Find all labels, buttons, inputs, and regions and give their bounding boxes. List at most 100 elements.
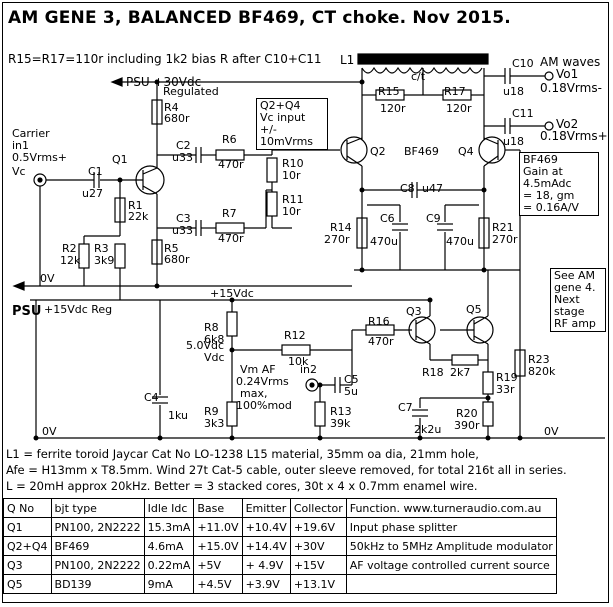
q2q4-input-box: Q2+Q4 Vc input +/- 10mVrms <box>256 98 328 150</box>
r11-label: R11 <box>282 193 304 206</box>
r5-label: R5 <box>164 242 179 255</box>
vo1-label: Vo1 <box>556 67 579 81</box>
bf469-line-3: 4.5mAdc <box>523 177 572 190</box>
r15-label: R15 <box>378 85 400 98</box>
see-am-line-5: RF amp <box>554 317 596 330</box>
table-cell: +3.9V <box>241 574 291 594</box>
table-cell: +10.4V <box>241 517 291 537</box>
q5-label: Q5 <box>466 303 482 316</box>
vm-level-label: 0.24Vrms <box>236 375 289 388</box>
c4-label: C4 <box>144 391 159 404</box>
table-cell: PN100, 2N2222 <box>50 517 145 537</box>
table-header: Emitter <box>241 498 291 518</box>
r3-value: 3k9 <box>94 254 115 267</box>
l1-label: L1 <box>340 53 355 67</box>
r4-value: 680r <box>164 112 190 125</box>
r11-value: 10r <box>282 205 301 218</box>
r8-value: 6k8 <box>204 333 225 346</box>
r13-label: R13 <box>330 405 352 418</box>
c7-label: C7 <box>398 401 413 414</box>
r21-label: R21 <box>492 221 514 234</box>
c11-label: C11 <box>512 107 534 120</box>
r23-label: R23 <box>528 353 550 366</box>
c2-label: C2 <box>176 139 191 152</box>
table-cell: Q2+Q4 <box>3 536 52 556</box>
c3-value: u33 <box>172 224 193 237</box>
table-cell: BD139 <box>50 574 145 594</box>
c6-label: C6 <box>380 212 395 225</box>
q2-label: Q2 <box>370 145 386 158</box>
r7-label: R7 <box>222 207 237 220</box>
table-header-row: Q No bjt type Idle Idc Base Emitter Coll… <box>3 498 557 518</box>
bf469-gain-box: BF469 Gain at 4.5mAdc = 18, gm = 0.16A/V <box>519 152 599 216</box>
node-vdc-label: Vdc <box>204 351 225 364</box>
r13-value: 39k <box>330 417 351 430</box>
see-am-line-3: Next <box>554 293 580 306</box>
plus-15v-label: +15Vdc <box>210 287 254 300</box>
c9-value: 470u <box>446 235 474 248</box>
c10-label: C10 <box>512 57 534 70</box>
r12-value: 10k <box>288 355 309 368</box>
r15-value: 120r <box>380 102 406 115</box>
r9-value: 3k3 <box>204 417 225 430</box>
psu-30v-label: PSU +30Vdc <box>126 75 202 89</box>
table-cell: 4.6mA <box>143 536 195 556</box>
table-cell: +5V <box>193 555 243 575</box>
c4-value: 1ku <box>168 409 189 422</box>
in2-label: in2 <box>300 363 318 376</box>
transistor-table: Q No bjt type Idle Idc Base Emitter Coll… <box>3 498 557 594</box>
zero-v-bottom-left-label: 0V <box>42 425 57 438</box>
vm-mod-label: 100%mod <box>236 399 292 412</box>
carrier-vc-label: Vc <box>12 165 26 178</box>
r17-label: R17 <box>444 85 466 98</box>
bf469-line-2: Gain at <box>523 165 563 178</box>
zero-v-left-label: 0V <box>40 272 55 285</box>
c11-value: u18 <box>503 135 524 148</box>
c10-value: u18 <box>503 85 524 98</box>
am-waves-label: AM waves <box>540 55 601 69</box>
c9-label: C9 <box>426 212 441 225</box>
table-cell: AF voltage controlled current source <box>345 555 557 575</box>
r1-value: 22k <box>128 210 149 223</box>
table-header: Base <box>193 498 243 518</box>
note-line-3: L = 20mH approx 20kHz. Better = 3 stacke… <box>6 479 478 493</box>
table-cell: +19.6V <box>289 517 347 537</box>
r8-label: R8 <box>204 321 219 334</box>
q2q4-line-2: Vc input <box>260 111 306 124</box>
table-cell: BF469 <box>50 536 145 556</box>
table-cell: +13.1V <box>289 574 347 594</box>
q2q4-line-3: +/- 10mVrms <box>260 123 314 148</box>
table-cell: +4.5V <box>193 574 243 594</box>
page-title: AM GENE 3, BALANCED BF469, CT choke. Nov… <box>8 8 511 28</box>
node-5v-label: 5.0Vdc <box>186 339 225 352</box>
r3-label: R3 <box>94 242 109 255</box>
see-am-line-1: See AM <box>554 269 596 282</box>
vm-max-label: max, <box>240 387 268 400</box>
r19-label: R19 <box>496 371 518 384</box>
c5-label: C5 <box>344 373 359 386</box>
carrier-level-label: 0.5Vrms+ <box>12 151 68 164</box>
psu-label: PSU <box>12 304 42 319</box>
see-am-gene-box: See AM gene 4. Next stage RF amp <box>550 268 606 332</box>
c1-value: u27 <box>82 187 103 200</box>
r19-value: 33r <box>496 383 515 396</box>
table-cell: +11.0V <box>193 517 243 537</box>
see-am-line-4: stage <box>554 305 585 318</box>
r20-value: 390r <box>454 419 480 432</box>
table-cell: Q1 <box>3 517 52 537</box>
bf469-transistor-label: BF469 <box>404 145 439 158</box>
table-row: Q5 BD139 9mA +4.5V +3.9V +13.1V <box>3 574 557 594</box>
q3-label: Q3 <box>406 305 422 318</box>
carrier-in1-label: in1 <box>12 139 30 152</box>
table-header: Q No <box>3 498 52 518</box>
table-header: Collector <box>289 498 347 518</box>
carrier-label: Carrier <box>12 127 50 140</box>
r2-value: 12k <box>60 254 81 267</box>
r6-label: R6 <box>222 133 237 146</box>
r9-label: R9 <box>204 405 219 418</box>
r5-value: 680r <box>164 253 190 266</box>
table-cell <box>345 574 557 594</box>
